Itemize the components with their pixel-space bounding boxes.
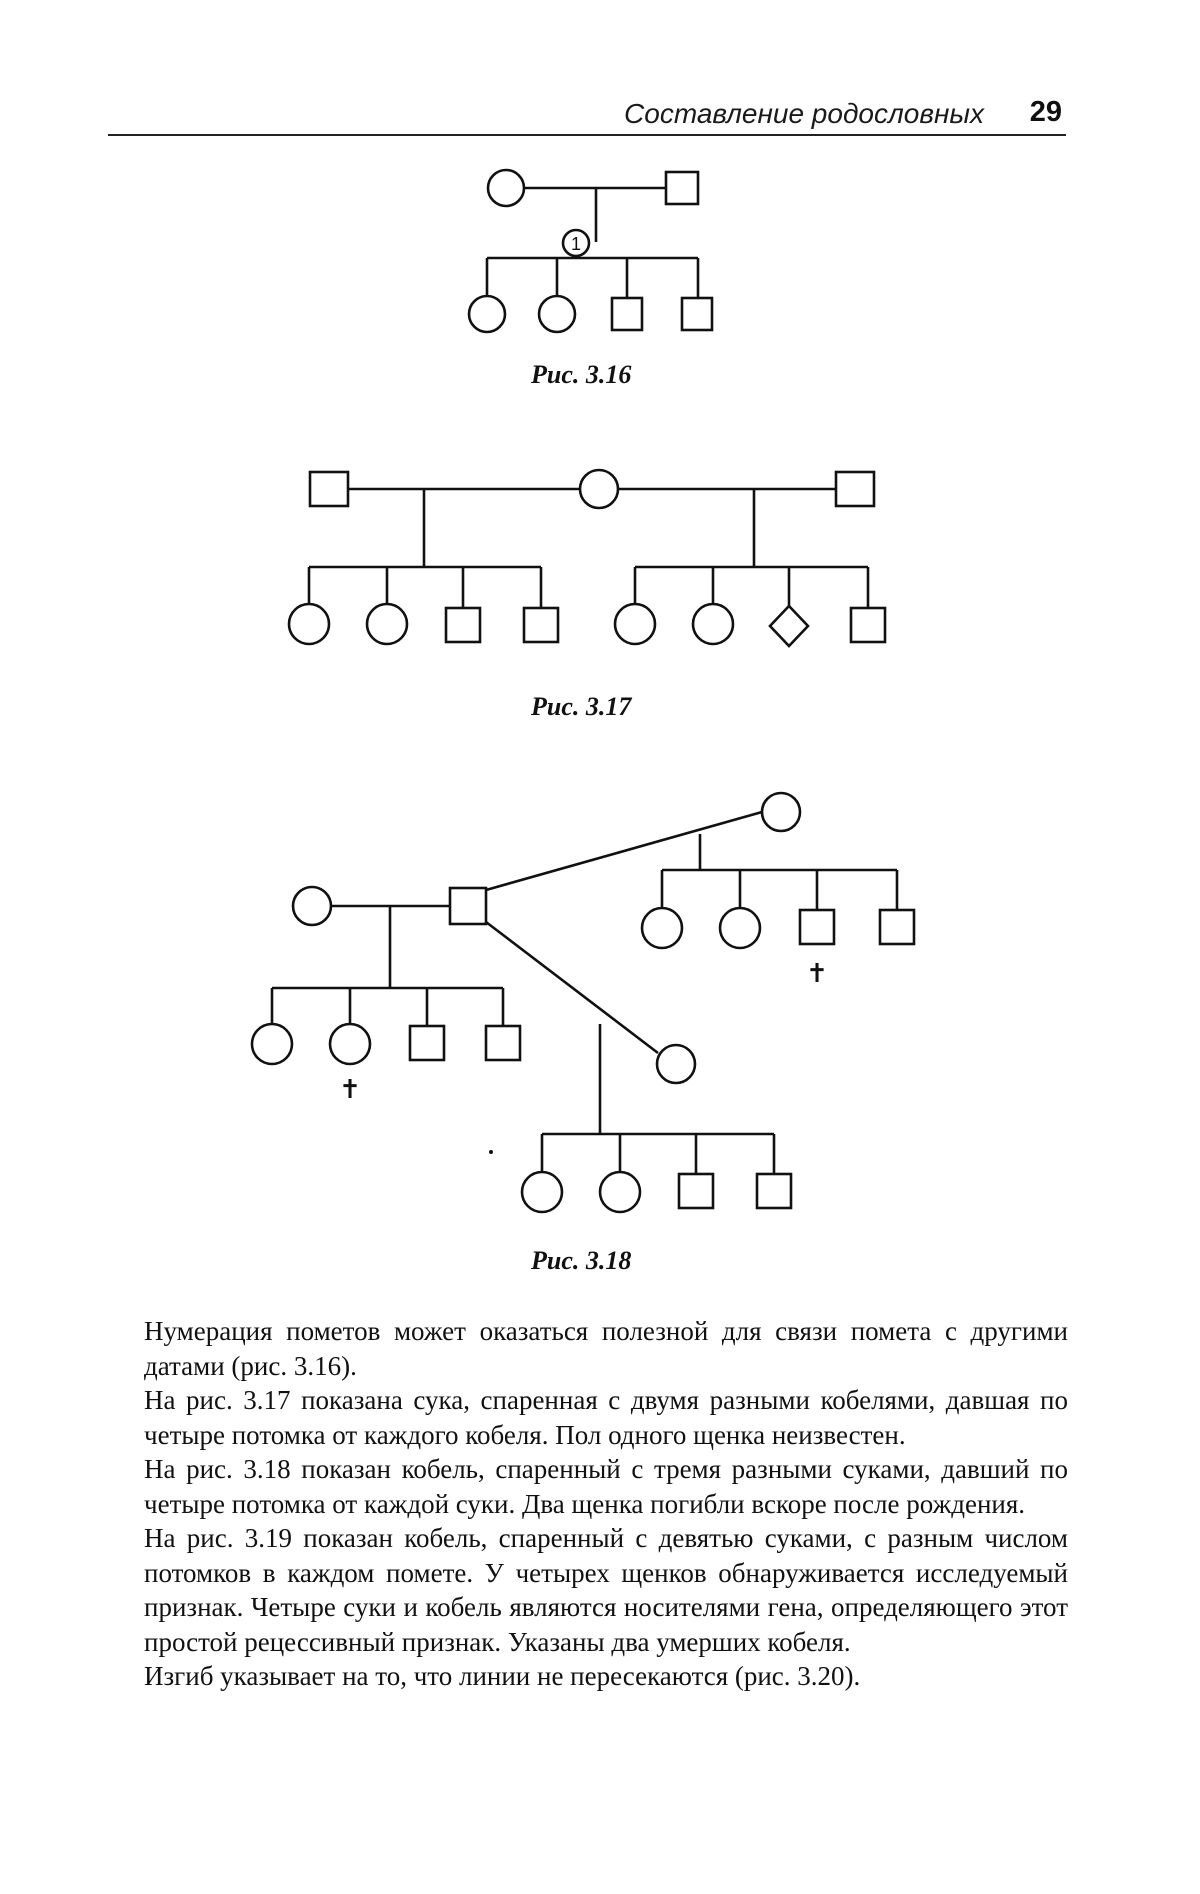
dam-3-circle — [657, 1045, 695, 1083]
figure-3-16 — [469, 170, 712, 332]
offspring-male — [880, 910, 914, 944]
figure-3-17-caption: Рис. 3.17 — [531, 692, 631, 722]
offspring-unknown-sex-diamond — [770, 606, 808, 646]
deceased-mark: ✝ — [806, 959, 828, 989]
offspring-male — [682, 298, 712, 330]
offspring-male — [679, 1174, 713, 1208]
paragraph: На рис. 3.19 показан кобель, спаренный с… — [144, 1521, 1068, 1659]
offspring-male — [486, 1026, 520, 1060]
dam-2-circle — [762, 793, 800, 831]
offspring-female — [600, 1172, 640, 1212]
dam-circle — [580, 470, 618, 508]
offspring-female — [693, 604, 733, 644]
paragraph: Изгиб указывает на то, что линии не пере… — [144, 1659, 1068, 1694]
paragraph: На рис. 3.18 показан кобель, спаренный с… — [144, 1452, 1068, 1521]
offspring-female — [642, 908, 682, 948]
offspring-male — [410, 1026, 444, 1060]
offspring-female — [367, 604, 407, 644]
offspring-male — [446, 608, 480, 642]
offspring-female — [289, 604, 329, 644]
offspring-female — [615, 604, 655, 644]
offspring-male — [612, 298, 642, 330]
body-text: Нумерация пометов может оказаться полезн… — [144, 1314, 1068, 1694]
sire-square — [666, 172, 698, 204]
offspring-female — [522, 1172, 562, 1212]
figure-3-17 — [289, 470, 885, 646]
offspring-female-deceased — [330, 1024, 370, 1064]
offspring-female — [252, 1024, 292, 1064]
sire-square — [450, 888, 486, 924]
sire-1-square — [310, 472, 348, 506]
sire-2-square — [836, 472, 874, 506]
paragraph: На рис. 3.17 показана сука, спаренная с … — [144, 1383, 1068, 1452]
paragraph: Нумерация пометов может оказаться полезн… — [144, 1314, 1068, 1383]
offspring-male-deceased — [800, 910, 834, 944]
litter-number: 1 — [571, 234, 581, 254]
offspring-female — [539, 296, 575, 332]
deceased-mark: ✝ — [339, 1075, 361, 1105]
offspring-male — [524, 608, 558, 642]
dam-1-circle — [293, 887, 331, 925]
figure-3-16-caption: Рис. 3.16 — [531, 360, 631, 390]
offspring-female — [720, 908, 760, 948]
dam-circle — [488, 170, 524, 206]
offspring-female — [469, 296, 505, 332]
figure-3-18 — [252, 793, 914, 1212]
offspring-male — [851, 608, 885, 642]
figure-3-18-caption: Рис. 3.18 — [531, 1246, 631, 1276]
offspring-male — [757, 1174, 791, 1208]
